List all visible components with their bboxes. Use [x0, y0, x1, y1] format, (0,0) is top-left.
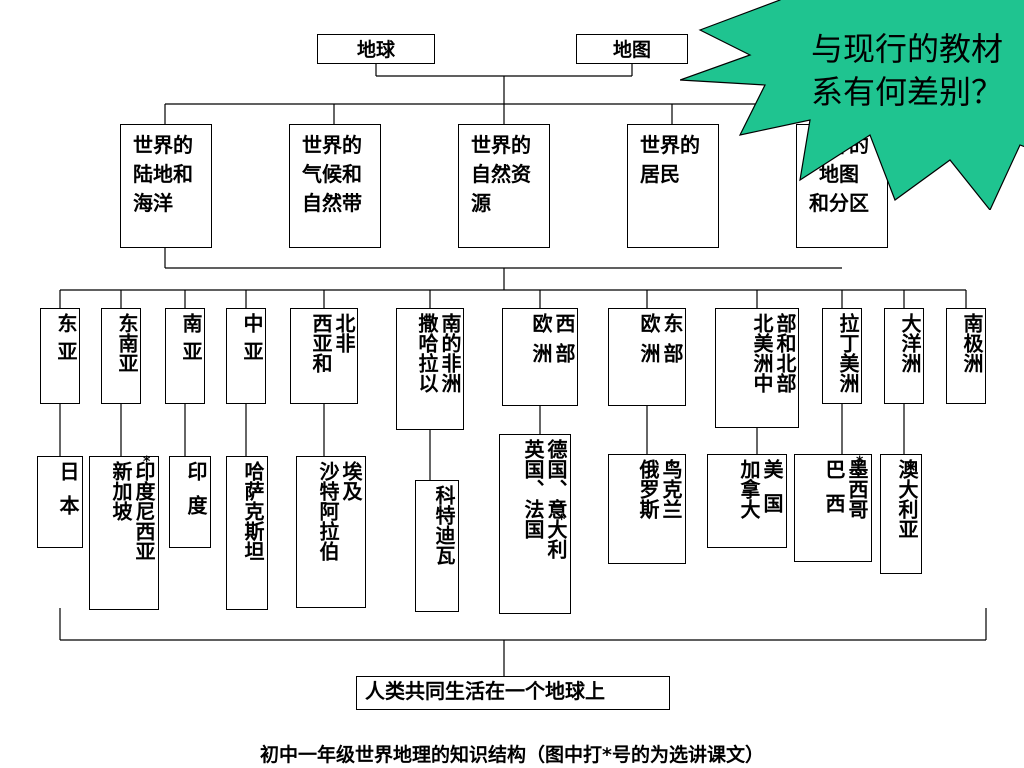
region-label: 大洋洲 — [898, 313, 922, 373]
region-label-col: 部和北部 — [773, 313, 797, 393]
callout-line: 系有何差别？ — [810, 73, 1003, 111]
region-north-central-america: 部和北部 北美洲中 — [715, 308, 799, 428]
line: 气候和 — [302, 162, 362, 186]
line: 自然带 — [302, 191, 362, 215]
line: 地图 — [819, 162, 859, 186]
node-residents: 世界的 居民 — [627, 124, 719, 248]
node-label: 地球 — [356, 39, 395, 61]
region-east-asia: 东亚 — [40, 308, 80, 404]
region-south-asia: 南亚 — [165, 308, 205, 404]
region-label-col: 欧洲 — [529, 313, 553, 373]
country-name: 新加坡 — [109, 461, 133, 521]
callout-starburst — [680, 0, 1024, 210]
country-name: 巴西 — [822, 459, 846, 527]
region-southeast-asia: 东南亚 — [101, 308, 141, 404]
diagram-caption: 初中一年级世界地理的知识结构（图中打*号的为选讲课文） — [260, 744, 764, 766]
country-box-southeast-asia: 印度尼西亚 新加坡 — [89, 456, 159, 610]
country-box-kazakhstan: 哈萨克斯坦 — [226, 456, 268, 610]
node-shared-earth: 人类共同生活在一个地球上 — [356, 676, 670, 710]
region-label: 南极洲 — [960, 313, 984, 373]
country-name: 印度 — [184, 461, 208, 529]
node-label: 人类共同生活在一个地球上 — [365, 679, 605, 703]
country-box-japan: 日本 — [37, 456, 83, 548]
region-label-col: 欧洲 — [637, 313, 661, 373]
callout-line: 与现行的教材 — [810, 30, 1003, 68]
line: 自然资 — [471, 162, 531, 186]
country-name: 俄罗斯 — [636, 459, 660, 519]
region-label: 东南亚 — [115, 313, 139, 373]
country-box-australia: 澳大利亚 — [880, 454, 922, 574]
node-earth: 地球 — [317, 34, 435, 64]
region-label-col: 北美洲中 — [750, 313, 774, 393]
node-climate-zones: 世界的 气候和 自然带 — [289, 124, 381, 248]
country-name: 印度尼西亚 — [132, 461, 156, 561]
country-box-north-america: 美国 加拿大 — [707, 454, 787, 548]
line: 和分区 — [809, 191, 869, 215]
node-map: 地图 — [576, 34, 688, 64]
country-box-west-asia: 埃及 沙特阿拉伯 — [296, 456, 366, 608]
country-box-india: 印度 — [169, 456, 211, 548]
line: 源 — [471, 191, 491, 215]
country-box-eastern-europe: 乌克兰 俄罗斯 — [608, 454, 686, 564]
region-label-col: 南的非洲 — [438, 313, 462, 393]
node-label: 地图 — [612, 39, 651, 61]
country-name: 乌克兰 — [659, 459, 683, 519]
country-name: 埃及 — [339, 461, 363, 501]
region-sub-saharan-africa: 南的非洲 撒哈拉以 — [396, 308, 464, 430]
callout-text: 与现行的教材 系有何差别？ — [772, 28, 1024, 114]
country-name: 英国、法国 — [521, 439, 545, 539]
line: 世界的 — [640, 133, 700, 157]
region-latin-america: 拉丁美洲 — [822, 308, 862, 404]
line: 世界的 — [302, 133, 362, 157]
country-name: 日本 — [56, 461, 80, 529]
country-name: 墨西哥 — [845, 459, 869, 519]
country-name: 科特迪瓦 — [432, 485, 456, 565]
region-label: 南亚 — [179, 313, 203, 369]
region-label-col: 北非 — [332, 313, 356, 353]
line: 海洋 — [133, 191, 173, 215]
country-name: 加拿大 — [737, 459, 761, 519]
region-oceania: 大洋洲 — [884, 308, 924, 404]
node-natural-resources: 世界的 自然资 源 — [458, 124, 550, 248]
country-name: 德国、意大利 — [544, 439, 568, 559]
region-western-europe: 西部 欧洲 — [502, 308, 578, 406]
country-box-western-europe: 德国、意大利 英国、法国 — [499, 434, 571, 614]
region-label-col: 西亚和 — [309, 313, 333, 373]
region-label: 拉丁美洲 — [836, 313, 860, 393]
line: 陆地和 — [133, 162, 193, 186]
region-label: 中亚 — [240, 313, 264, 369]
country-name: 澳大利亚 — [895, 459, 919, 539]
country-box-cote-divoire: 科特迪瓦 — [415, 480, 459, 612]
country-name: 哈萨克斯坦 — [241, 461, 265, 561]
line: 居民 — [640, 162, 680, 186]
region-label-col: 撒哈拉以 — [415, 313, 439, 393]
country-name: 沙特阿拉伯 — [316, 461, 340, 561]
region-west-asia-north-africa: 北非 西亚和 — [290, 308, 358, 404]
node-land-ocean: 世界的 陆地和 海洋 — [120, 124, 212, 248]
region-central-asia: 中亚 — [226, 308, 266, 404]
line: 世界的 — [133, 133, 193, 157]
region-label: 东亚 — [54, 313, 78, 369]
country-name: 美国 — [760, 459, 784, 527]
line: 世界的 — [471, 133, 531, 157]
country-box-latin-america: 墨西哥 巴西 — [794, 454, 872, 562]
region-label-col: 东部 — [660, 313, 684, 373]
region-eastern-europe: 东部 欧洲 — [608, 308, 686, 406]
region-antarctica: 南极洲 — [946, 308, 986, 404]
region-label-col: 西部 — [552, 313, 576, 373]
